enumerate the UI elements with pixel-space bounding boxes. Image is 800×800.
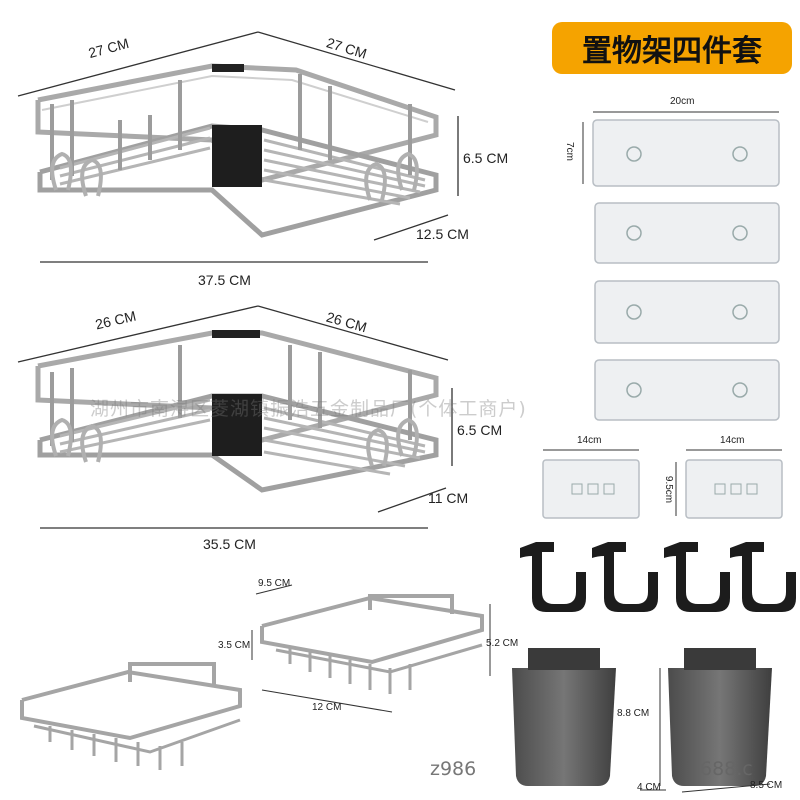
adhesive-pad [594,359,780,421]
medium-shelf-width-label: 35.5 CM [203,536,256,552]
adhesive-pads-large [592,119,780,421]
large-shelf-width-label: 37.5 CM [198,272,251,288]
adhesive-small-width-left-label: 14cm [577,435,602,446]
adhesive-pads-small [542,459,783,519]
cup-height-label: 8.8 CM [617,708,650,719]
soap-rack-height-right-label: 5.2 CM [486,638,519,649]
soap-rack-left [20,662,242,770]
cup-width-label: 8.5 CM [750,780,783,791]
soap-rack-length-label: 12 CM [312,702,342,713]
corner-shelf-large [35,63,439,238]
soap-rack-height-left-label: 3.5 CM [218,640,251,651]
adhesive-small-dimension-lines [543,449,782,516]
corner-shelf-large-dimension-lines [17,31,459,263]
cup-depth-label: 4 CM [637,782,661,793]
adhesive-pad [594,280,780,344]
product-set-title-badge: 置物架四件套 [552,22,792,74]
soap-rack-width-label: 9.5 CM [258,578,291,589]
black-hooks [520,542,796,612]
watermark-text: 湖州市南浔区菱湖镇振浩五金制品厂(个体工商户) [90,398,527,420]
adhesive-large-dimension-lines [582,111,779,184]
medium-shelf-depth-label: 11 CM [428,490,469,506]
medium-shelf-height-label: 6.5 CM [457,422,503,438]
corner-shelf-medium-dimension-lines [17,305,453,529]
adhesive-large-width-label: 20cm [670,96,695,107]
cup-dimension-lines [640,668,771,793]
large-shelf-height-label: 6.5 CM [463,150,509,166]
large-shelf-depth-label: 12.5 CM [416,226,469,242]
adhesive-small-height-label: 9.5cm [663,475,675,504]
bottom-watermark-right: 688.c [700,758,753,780]
adhesive-pad [594,202,780,264]
adhesive-pad [592,119,780,187]
bottom-watermark-left: z986 [430,758,477,780]
storage-cups [512,648,772,786]
soap-rack-right [260,594,484,694]
adhesive-large-height-label: 7cm [563,142,575,161]
corner-shelf-medium [35,330,439,493]
adhesive-small-width-right-label: 14cm [720,435,745,446]
soap-rack-dimension-lines [251,584,491,713]
